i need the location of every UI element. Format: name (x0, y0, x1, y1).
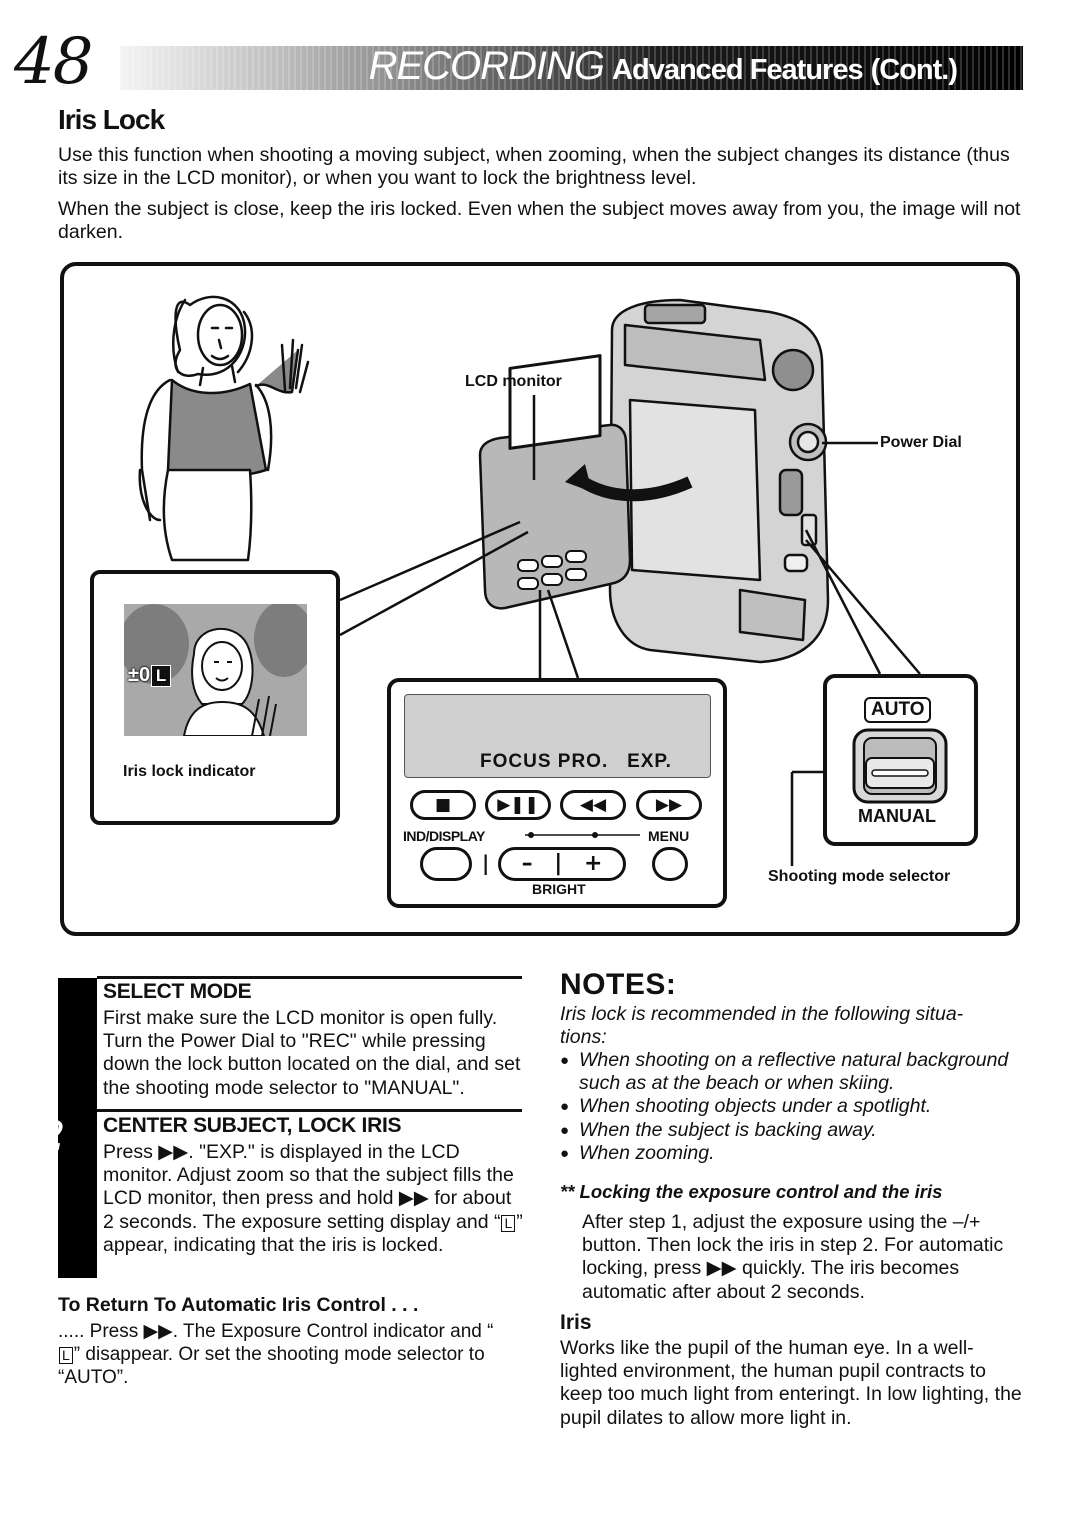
ind-display-label: IND/DISPLAY (403, 828, 485, 844)
steps-side-bar (58, 978, 97, 1278)
shooting-mode-selector-label: Shooting mode selector (768, 868, 951, 885)
iris-lock-indicator-label: Iris lock indicator (123, 763, 256, 780)
minus-symbol: – (521, 851, 533, 876)
menu-button[interactable] (652, 847, 688, 881)
step-1-body: First make sure the LCD monitor is open … (103, 1007, 521, 1099)
lock-exposure-heading: ** Locking the exposure control and the … (560, 1181, 943, 1202)
list-item: When shooting on a reflective natural ba… (560, 1049, 1035, 1095)
rewind-button[interactable]: ◀◀ (560, 790, 626, 820)
illustration-frame (60, 262, 1020, 936)
page-number: 48 (14, 25, 93, 99)
ind-display-button[interactable] (420, 847, 472, 881)
step-2-body-b: ” appear, indicating that the iris is lo… (103, 1210, 523, 1256)
stop-button[interactable]: ■ (410, 790, 476, 820)
step-1-number: 1 (40, 980, 66, 1026)
woman-drawing (138, 295, 310, 562)
lock-l-icon: L (501, 1214, 516, 1232)
camcorder-drawing (478, 298, 830, 664)
exposure-value: ±0 (128, 664, 151, 686)
notes-bullet-list: When shooting on a reflective natural ba… (560, 1049, 1035, 1165)
notes-intro: Iris lock is recommended in the followin… (560, 1003, 964, 1049)
lock-l-icon: L (151, 665, 172, 687)
step-2-body-a: Press ▶▶. "EXP." is displayed in the LCD… (103, 1141, 514, 1233)
list-item: When the subject is backing away. (560, 1119, 1035, 1142)
step-1-rule (97, 976, 522, 979)
lock-exposure-body: After step 1, adjust the exposure using … (582, 1211, 1004, 1303)
fast-forward-button[interactable]: ▶▶ (636, 790, 702, 820)
lcd-subject-drawing (124, 604, 307, 736)
bright-minus-plus-button[interactable]: – | + (498, 847, 626, 881)
section-title: Iris Lock (58, 104, 165, 135)
menu-connector-line (525, 832, 640, 838)
step-2-rule (97, 1109, 522, 1112)
header-stripes (120, 46, 1023, 90)
list-item: When zooming. (560, 1142, 1035, 1165)
header-cont: (Cont.) (870, 54, 958, 86)
return-auto-heading: To Return To Automatic Iris Control . . … (58, 1294, 419, 1316)
iris-body: Works like the pupil of the human eye. I… (560, 1337, 1022, 1429)
play-pause-button[interactable]: ▶❚❚ (485, 790, 551, 820)
iris-heading: Iris (560, 1311, 592, 1334)
return-auto-body-b: ” disappear. Or set the shooting mode se… (58, 1344, 485, 1389)
step-2-heading: CENTER SUBJECT, LOCK IRIS (103, 1114, 402, 1137)
step-2-body: Press ▶▶. "EXP." is displayed in the LCD… (103, 1141, 523, 1257)
return-auto-body: ..... Press ▶▶. The Exposure Control ind… (58, 1320, 508, 1390)
lcd-screen-image (124, 604, 307, 736)
control-panel-lcd (404, 694, 711, 778)
step-1-heading: SELECT MODE (103, 980, 252, 1003)
plus-symbol: + (583, 851, 603, 876)
intro-paragraph-1: Use this function when shooting a moving… (58, 144, 1010, 189)
intro-paragraph-2: When the subject is close, keep the iris… (58, 198, 1021, 243)
menu-label: MENU (648, 828, 690, 844)
focus-pro-exp-text: FOCUS PRO. EXP. (480, 751, 672, 772)
manual-label: MANUAL (858, 806, 936, 826)
lcd-monitor-label: LCD monitor (465, 373, 562, 390)
list-item: When shooting objects under a spotlight. (560, 1095, 1035, 1118)
separator-bar: | (482, 851, 490, 875)
auto-label: AUTO (864, 697, 932, 723)
header-recording: RECORDING (368, 44, 605, 88)
shooting-mode-switch[interactable] (850, 728, 950, 804)
notes-title: NOTES: (560, 968, 677, 1001)
lock-l-icon: L (59, 1347, 73, 1365)
power-dial-label: Power Dial (880, 434, 962, 451)
bright-label: BRIGHT (532, 881, 586, 897)
header-advanced: Advanced Features (612, 54, 864, 86)
return-auto-body-a: ..... Press ▶▶. The Exposure Control ind… (58, 1321, 494, 1342)
center-bar: | (554, 851, 563, 876)
step-2-number: 2 (40, 1114, 66, 1160)
